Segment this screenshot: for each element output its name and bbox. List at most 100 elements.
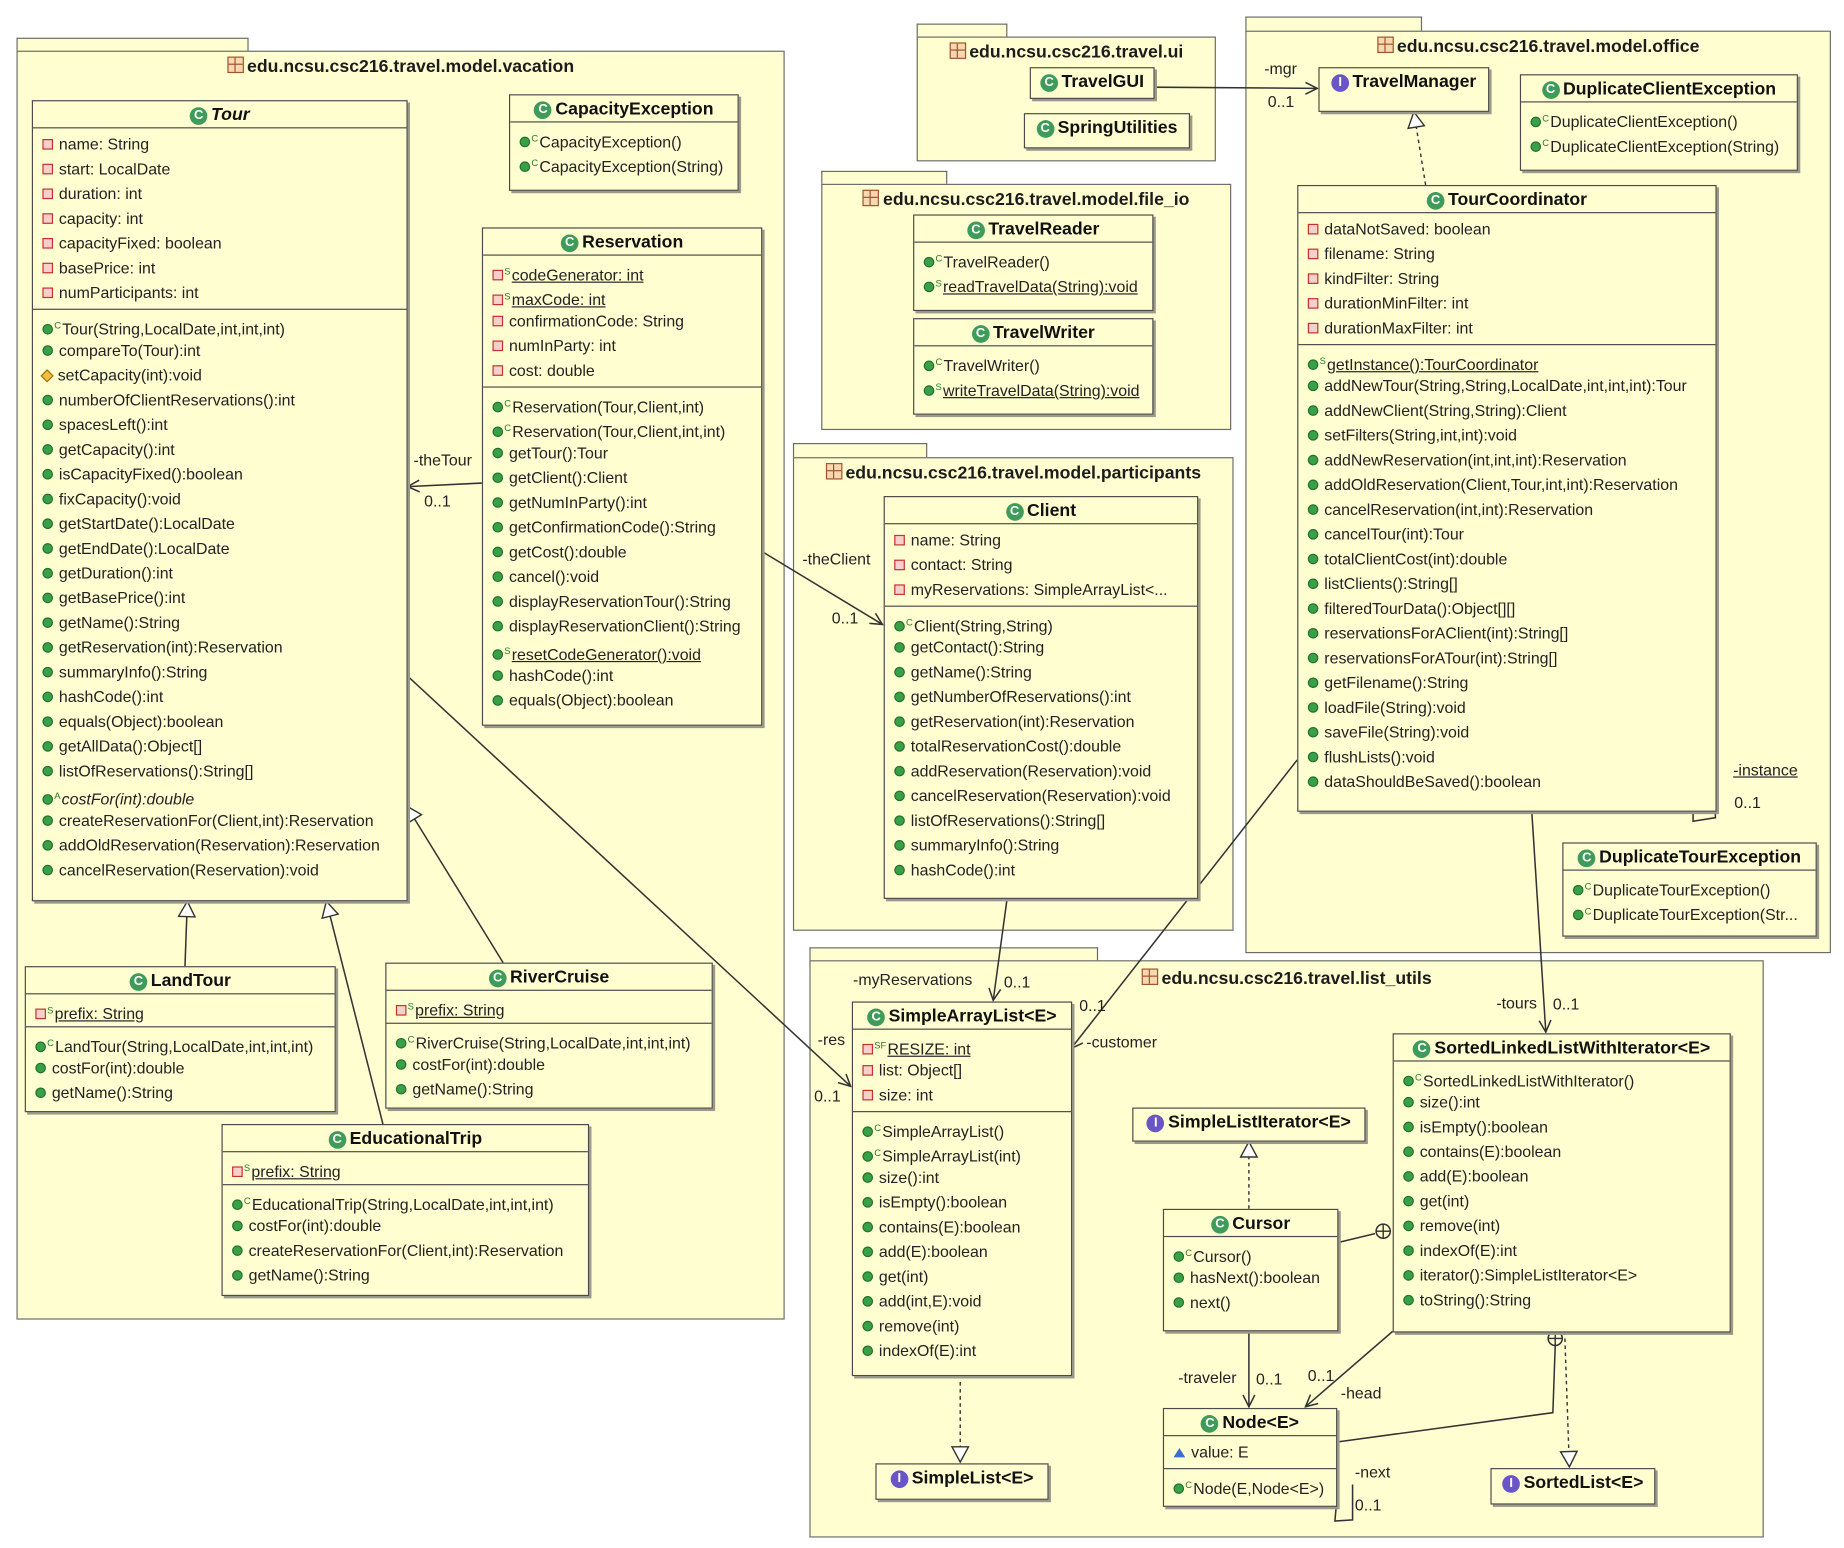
interface-icon: I <box>890 1470 909 1489</box>
private-icon <box>894 534 905 546</box>
modifier-mark: C <box>504 398 512 409</box>
modifier-mark: C <box>531 133 539 144</box>
modifier-mark: C <box>407 1034 415 1046</box>
operation: addNewReservation(int,int,int):Reservati… <box>1298 448 1715 473</box>
label-traveler: -traveler <box>1178 1369 1237 1387</box>
operation: getContact():String <box>885 635 1197 660</box>
modifier-mark: C <box>54 320 62 332</box>
modifier-mark: C <box>1415 1072 1422 1083</box>
class-icon: C <box>189 107 208 125</box>
operation: add(int,E):void <box>853 1289 1071 1314</box>
public-icon <box>894 790 905 802</box>
operation: cancelReservation(int,int):Reservation <box>1298 497 1715 522</box>
operation: getFilename():String <box>1298 670 1715 695</box>
interface-icon: I <box>1331 74 1350 92</box>
operation: saveFile(String):void <box>1298 720 1715 745</box>
public-icon <box>42 324 54 335</box>
public-icon <box>862 1271 874 1282</box>
attribute: dataNotSaved: boolean <box>1298 217 1715 242</box>
attribute: SFRESIZE: int <box>853 1033 1071 1058</box>
operation: listOfReservations():String[] <box>885 808 1197 833</box>
operation: filteredTourData():Object[][] <box>1298 596 1715 621</box>
operation: getClient():Client <box>483 465 761 490</box>
modifier-mark: C <box>504 422 512 434</box>
private-icon <box>492 315 504 327</box>
label-tours: -tours <box>1496 994 1537 1013</box>
operations-section: CEducationalTrip(String,LocalDate,int,in… <box>223 1185 588 1291</box>
private-icon <box>1307 248 1319 260</box>
public-icon <box>1572 884 1584 896</box>
public-icon <box>492 497 504 508</box>
package-icon <box>862 189 880 207</box>
package-tab-file-io <box>821 170 948 187</box>
public-icon <box>894 620 905 632</box>
operation: hashCode():int <box>33 685 406 710</box>
attribute: Sprefix: String <box>26 998 335 1023</box>
operation: costFor(int):double <box>26 1056 335 1081</box>
operation: getName():String <box>26 1080 335 1105</box>
operation: getReservation(int):Reservation <box>885 709 1197 734</box>
operation: getName():String <box>885 660 1197 685</box>
label-next: -next <box>1354 1463 1391 1481</box>
label-instance-mult: 0..1 <box>1734 794 1761 812</box>
public-icon <box>1307 603 1319 614</box>
operation: flushLists():void <box>1298 745 1715 770</box>
attributes-section: Sprefix: String <box>222 1152 588 1186</box>
public-icon <box>42 543 54 554</box>
public-icon <box>923 256 935 268</box>
package-icon <box>825 463 842 480</box>
operations-section: CNode(E,Node<E>) <box>1164 1469 1336 1501</box>
modifier-mark: C <box>1584 906 1592 917</box>
modifier-mark: C <box>47 1037 54 1049</box>
operation: equals(Object):boolean <box>33 709 406 734</box>
public-icon <box>42 592 54 604</box>
operations-section: CRiverCruise(String,LocalDate,int,int,in… <box>386 1024 711 1105</box>
operations-section: CSortedLinkedListWithIterator()size():in… <box>1394 1062 1730 1316</box>
attribute: size: int <box>853 1083 1071 1108</box>
modifier-mark: A <box>54 790 61 802</box>
public-icon <box>519 161 531 173</box>
public-icon <box>894 864 905 876</box>
label-instance: -instance <box>1733 761 1798 779</box>
operation: cancelTour(int):Tour <box>1298 522 1715 547</box>
operation: createReservationFor(Client,int):Reserva… <box>33 808 406 833</box>
class-icon: C <box>1413 1040 1431 1059</box>
attribute: capacityFixed: boolean <box>33 231 406 256</box>
class-icon: C <box>534 101 552 119</box>
operation: getAllData():Object[] <box>33 734 406 759</box>
operations-section: CDuplicateTourException()CDuplicateTourE… <box>1563 871 1815 928</box>
operations-section: CSimpleArrayList()CSimpleArrayList(int)s… <box>853 1112 1071 1366</box>
attribute: numParticipants: int <box>33 280 406 305</box>
public-icon <box>42 419 54 431</box>
public-icon <box>42 345 54 356</box>
public-icon <box>862 1221 874 1233</box>
public-icon <box>923 385 935 396</box>
package-title: edu.ncsu.csc216.travel.model.vacation <box>18 56 784 77</box>
